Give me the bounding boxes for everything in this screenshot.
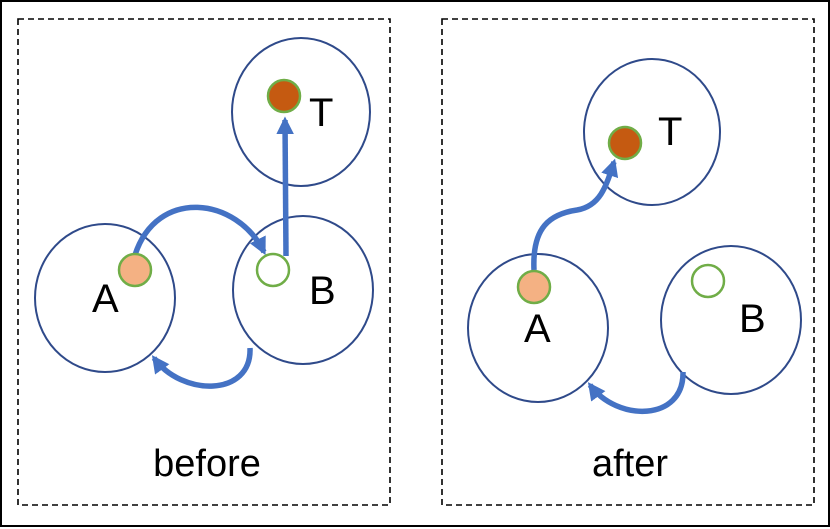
arrow-b-to-t [276, 116, 294, 257]
node-b-empty [690, 263, 726, 299]
label-b: B [309, 269, 336, 313]
panel-before: T A B before [17, 18, 391, 506]
panel-after: T A B after [441, 18, 815, 506]
arrow-a-to-b [132, 204, 267, 256]
arrow-b-to-a [587, 371, 686, 415]
label-b: B [739, 297, 766, 341]
node-b-empty [255, 252, 291, 288]
region-b [232, 215, 374, 365]
label-a: A [92, 277, 119, 321]
label-t: T [309, 91, 333, 135]
panel-before-frame [17, 18, 391, 506]
region-a [34, 223, 176, 373]
node-a [516, 269, 552, 305]
region-t [583, 58, 721, 206]
caption-before: before [153, 443, 261, 485]
caption-after: after [592, 443, 668, 485]
region-t [231, 37, 371, 187]
arrow-b-to-a [151, 347, 253, 389]
panel-after-frame [441, 18, 815, 506]
node-t [607, 125, 643, 161]
region-a [467, 253, 609, 403]
node-a [117, 252, 153, 288]
arrow-a-to-t [531, 158, 619, 271]
label-t: T [658, 110, 682, 154]
region-b [660, 245, 802, 395]
label-a: A [524, 307, 551, 351]
node-t [266, 78, 302, 114]
